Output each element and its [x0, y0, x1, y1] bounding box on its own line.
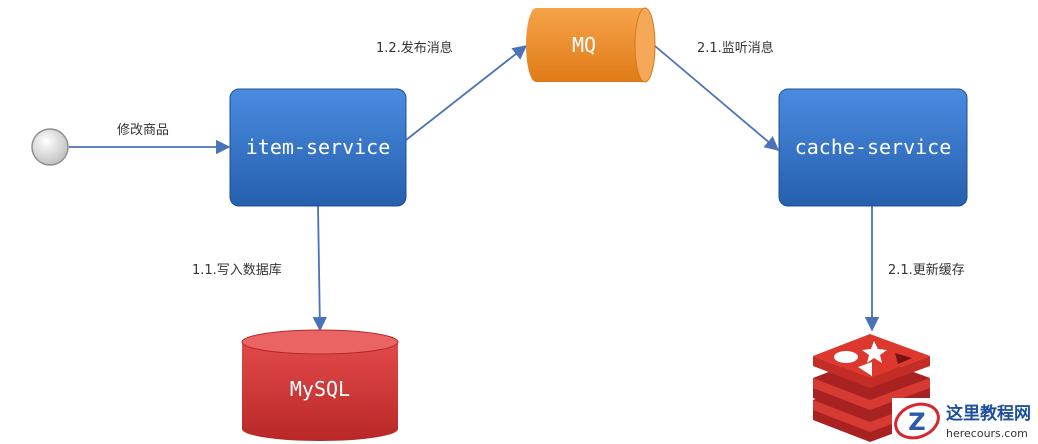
watermark-url: herecours.com	[946, 427, 1028, 440]
arrow-mq-to-cache	[654, 45, 780, 151]
arrow-item-to-mysql	[312, 205, 327, 332]
mq-label: MQ	[572, 33, 596, 57]
edge-label-listen-msg: 2.1.监听消息	[697, 40, 774, 56]
arrow-item-to-mq	[405, 45, 528, 141]
cache-service-label: cache-service	[795, 135, 952, 159]
mq-queue-node: MQ	[526, 7, 656, 83]
redis-logo-icon	[813, 334, 930, 442]
start-node-circle	[31, 128, 69, 166]
watermark-title: 这里教程网	[946, 403, 1031, 424]
mysql-label: MySQL	[290, 377, 350, 401]
edge-label-update-cache: 2.1.更新缓存	[888, 262, 965, 278]
mysql-database-node: MySQL	[241, 329, 399, 441]
item-service-node: item-service	[229, 88, 407, 207]
edge-label-write-db: 1.1.写入数据库	[192, 262, 282, 278]
edge-label-modify-product: 修改商品	[117, 123, 169, 138]
edge-label-publish-msg: 1.2.发布消息	[376, 40, 453, 56]
watermark-logo-letter: Z	[908, 408, 925, 436]
item-service-label: item-service	[246, 135, 391, 159]
watermark: Z 这里教程网 herecours.com	[892, 398, 1038, 444]
cache-service-node: cache-service	[778, 88, 968, 207]
